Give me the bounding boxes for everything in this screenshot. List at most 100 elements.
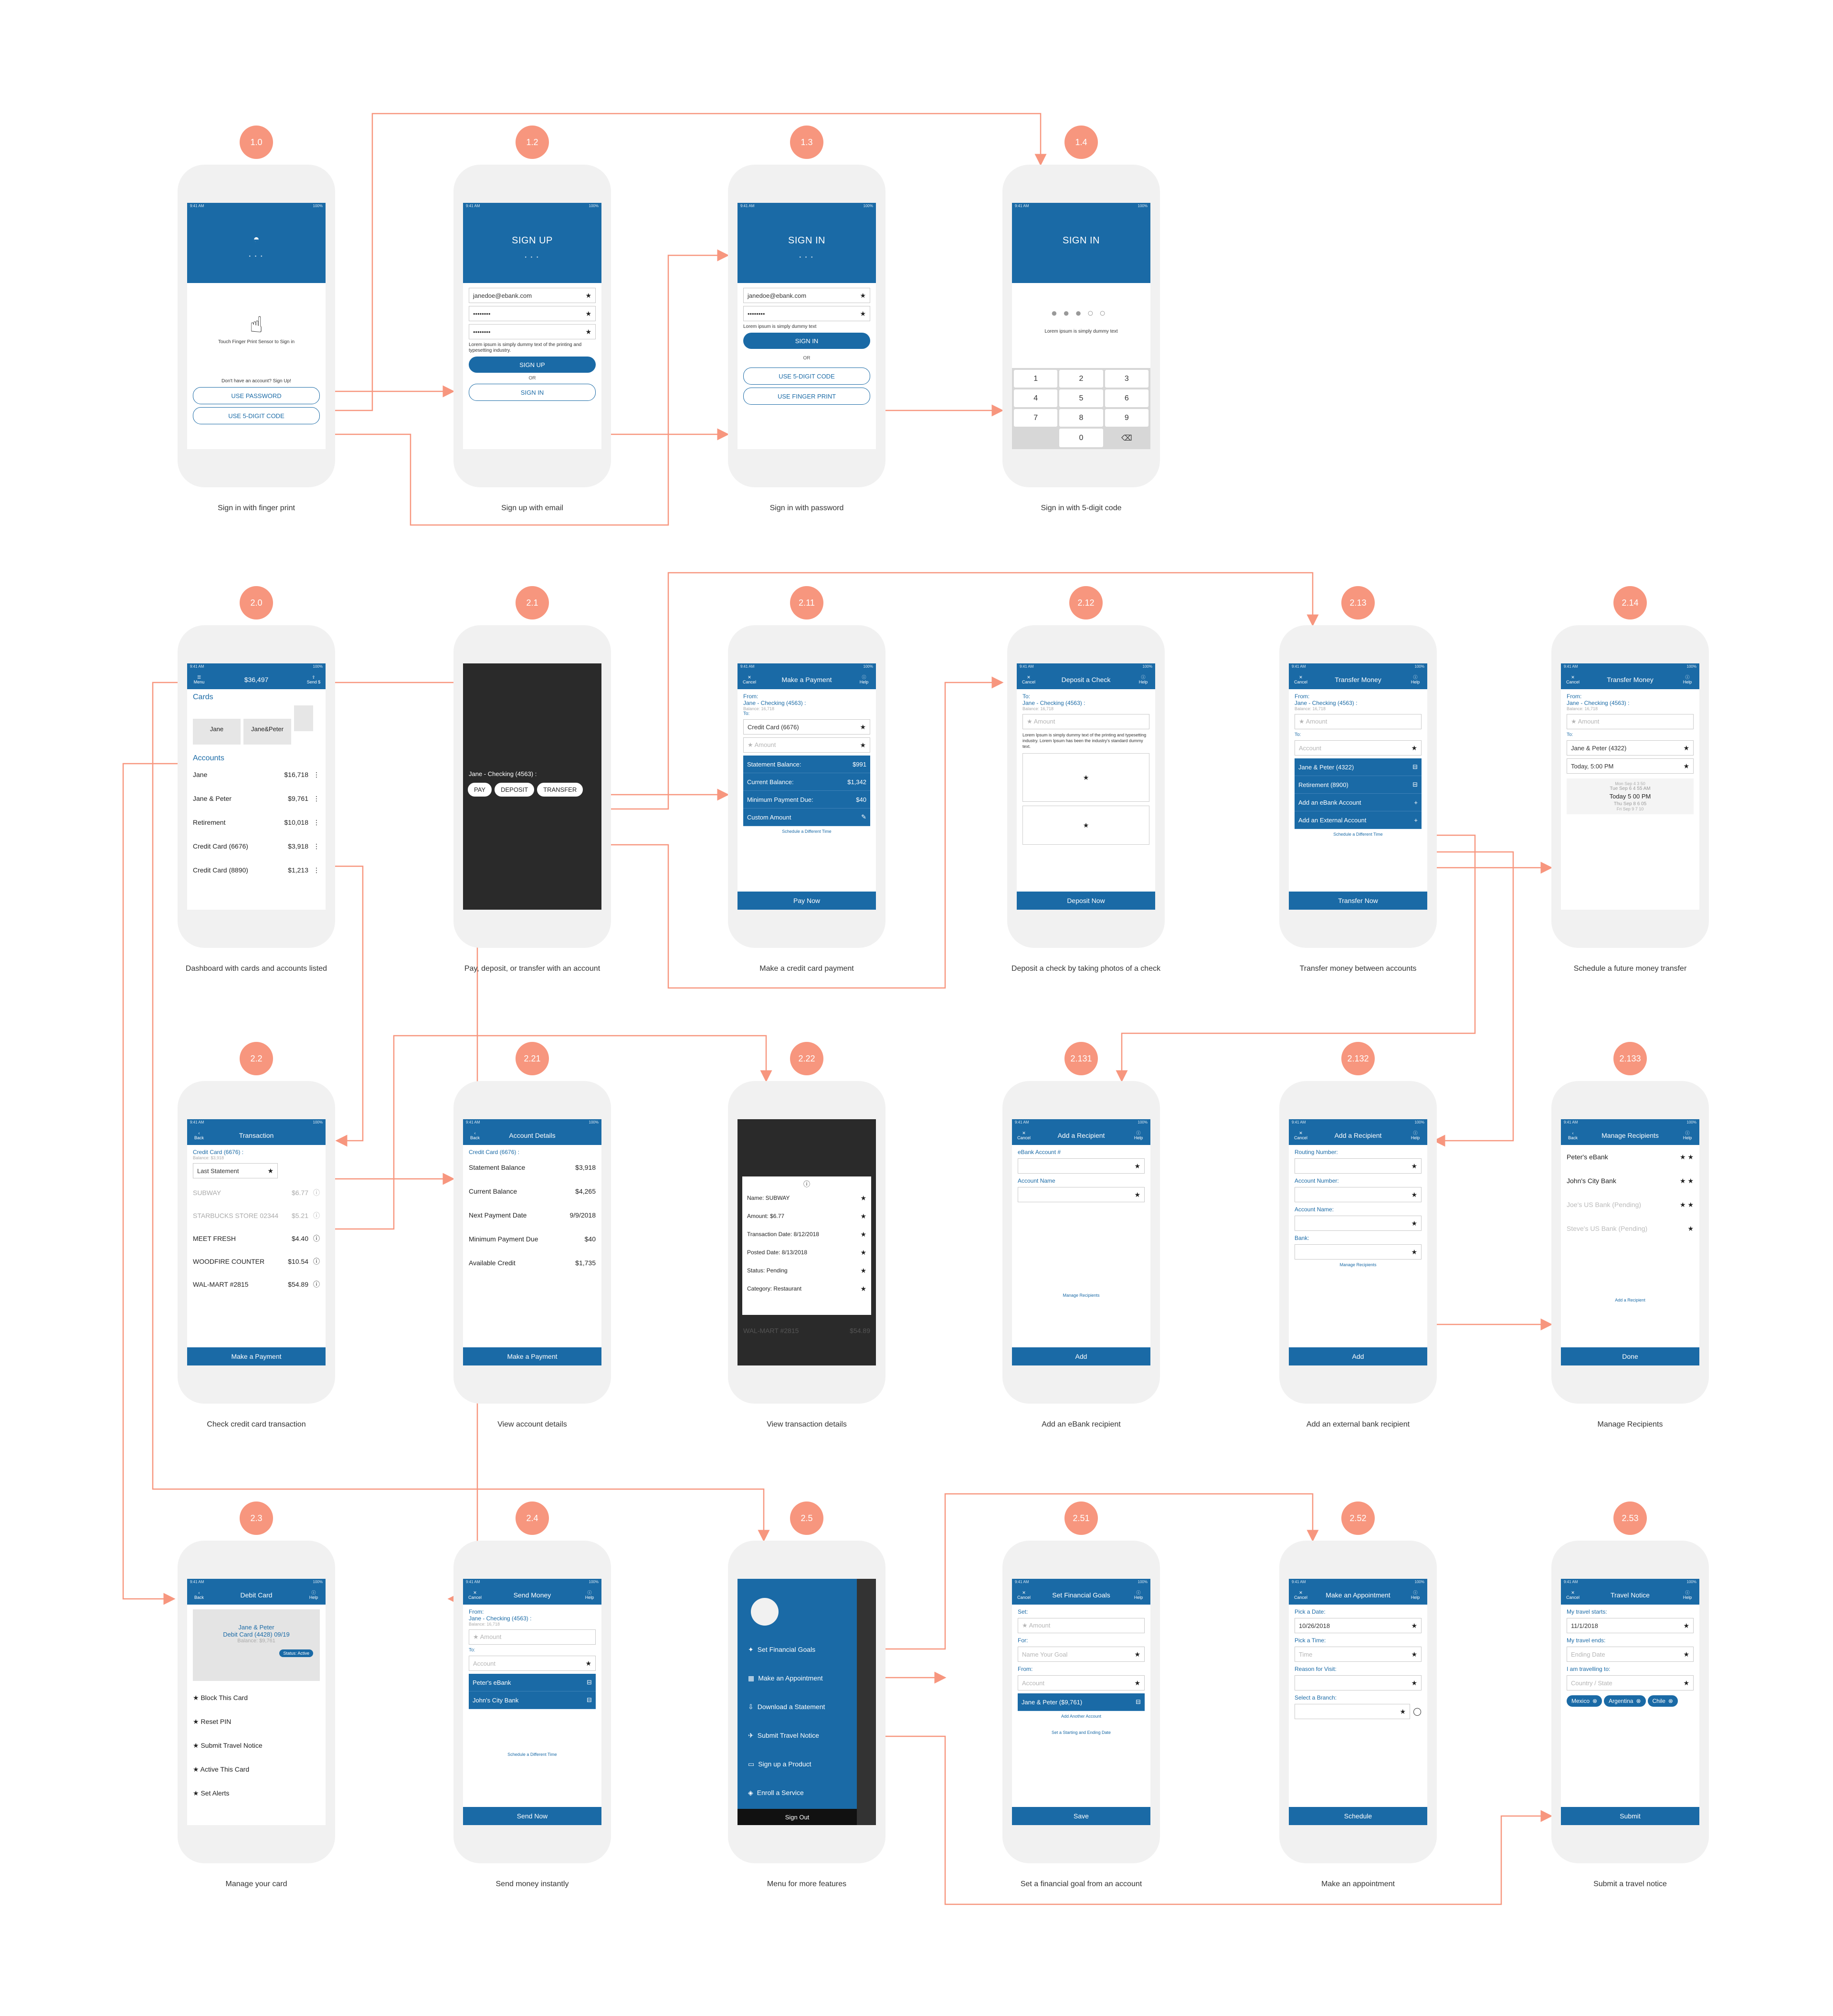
deposit-now-button[interactable]: Deposit Now [1017, 892, 1155, 910]
option-add-ebank[interactable]: Add an eBank Account+ [1295, 794, 1422, 811]
use-password-button[interactable]: USE PASSWORD [193, 387, 320, 404]
statement-select[interactable]: Last Statement★ [193, 1163, 278, 1178]
back-button[interactable]: ‹Back [470, 1131, 480, 1140]
menu-item-product[interactable]: ▭Sign up a Product [748, 1760, 811, 1768]
check-front-photo[interactable]: ★ [1022, 753, 1149, 802]
date-field[interactable]: Today, 5:00 PM★ [1567, 758, 1694, 774]
menu-item-appointment[interactable]: ▦Make an Appointment [748, 1674, 823, 1682]
schedule-link[interactable]: Schedule a Different Time [507, 1752, 557, 1757]
account-row[interactable]: Credit Card (8890)$1,213⋮ [193, 866, 320, 874]
cancel-button[interactable]: ✕Cancel [1294, 675, 1307, 684]
from-account[interactable]: Jane - Checking (4563) : [469, 1615, 532, 1622]
transfer-now-button[interactable]: Transfer Now [1289, 892, 1427, 910]
password-field[interactable]: ••••••••★ [469, 306, 596, 321]
country-field[interactable]: Country / State★ [1567, 1675, 1694, 1690]
card-tile[interactable]: Jane&Peter [243, 719, 291, 745]
submit-button[interactable]: Submit [1561, 1807, 1699, 1825]
add-button[interactable]: Add [1289, 1347, 1427, 1365]
back-button[interactable]: ‹Back [194, 1131, 204, 1140]
cancel-button[interactable]: ✕Cancel [1017, 1131, 1031, 1140]
check-back-photo[interactable]: ★ [1022, 806, 1149, 845]
card-action-row[interactable]: ★ Block This Card [193, 1693, 248, 1701]
cancel-button[interactable]: ✕Cancel [1566, 675, 1580, 684]
card-action-row[interactable]: ★ Set Alerts [193, 1789, 230, 1797]
deposit-button[interactable]: DEPOSIT [495, 783, 535, 797]
confirm-password-field[interactable]: ••••••••★ [469, 324, 596, 339]
key-0[interactable]: 0 [1059, 429, 1103, 447]
pay-button[interactable]: PAY [468, 783, 492, 797]
option-custom[interactable]: Custom Amount✎ [743, 808, 870, 826]
card-action-row[interactable]: ★ Reset PIN [193, 1717, 232, 1725]
key-8[interactable]: 8 [1059, 409, 1103, 427]
save-button[interactable]: Save [1012, 1807, 1150, 1825]
add-account-link[interactable]: Add Another Account [1061, 1714, 1102, 1719]
key-5[interactable]: 5 [1059, 389, 1103, 407]
amount-field[interactable]: ★ Amount [1295, 714, 1422, 729]
key-1[interactable]: 1 [1014, 370, 1058, 388]
cancel-button[interactable]: ✕Cancel [1022, 675, 1035, 684]
signup-link[interactable]: Don't have an account? Sign Up! [221, 378, 291, 384]
recipient-row[interactable]: Peter's eBank★ ★ [1567, 1153, 1694, 1161]
option-statement[interactable]: Statement Balance:$991 [743, 756, 870, 773]
time-field[interactable]: Time★ [1295, 1647, 1422, 1662]
amount-field[interactable]: ★ Amount [1022, 714, 1149, 729]
key-2[interactable]: 2 [1059, 370, 1103, 388]
reason-field[interactable]: ★ [1295, 1675, 1422, 1690]
account-number-field[interactable]: ★ [1295, 1187, 1422, 1202]
schedule-link[interactable]: Schedule a Different Time [782, 829, 832, 834]
date-time-picker[interactable]: Mon Sep 4 3 50 Tue Sep 6 4 55 AM Today 5… [1567, 778, 1694, 814]
from-account[interactable]: Jane - Checking (4563) : [743, 700, 806, 706]
sign-out-button[interactable]: Sign Out [737, 1809, 857, 1825]
key-7[interactable]: 7 [1014, 409, 1058, 427]
cancel-button[interactable]: ✕Cancel [1294, 1590, 1307, 1600]
make-payment-button[interactable]: Make a Payment [463, 1347, 601, 1365]
pay-now-button[interactable]: Pay Now [737, 892, 876, 910]
menu-item-travel[interactable]: ✈Submit Travel Notice [748, 1731, 819, 1740]
manage-recipients-link[interactable]: Manage Recipients [1339, 1262, 1377, 1267]
menu-item-service[interactable]: ◈Enroll a Service [748, 1788, 804, 1797]
option-jane-peter[interactable]: Jane & Peter (4322)⊟ [1295, 758, 1422, 776]
card-action-row[interactable]: ★ Active This Card [193, 1765, 250, 1773]
back-button[interactable]: ‹Back [194, 1590, 204, 1600]
to-account[interactable]: Jane - Checking (4563) : [1022, 700, 1085, 706]
date-field[interactable]: 10/26/2018★ [1295, 1618, 1422, 1633]
amount-field[interactable]: ★ Amount [469, 1629, 596, 1645]
account-field[interactable]: Account★ [469, 1656, 596, 1671]
option-recipient[interactable]: Peter's eBank⊟ [469, 1674, 596, 1691]
account-row[interactable]: Credit Card (6676)$3,918⋮ [193, 842, 320, 850]
cancel-button[interactable]: ✕Cancel [1017, 1590, 1031, 1600]
set-dates-link[interactable]: Set a Starting and Ending Date [1051, 1730, 1111, 1735]
routing-field[interactable]: ★ [1295, 1158, 1422, 1174]
cancel-button[interactable]: ✕Cancel [1566, 1590, 1580, 1600]
option-account[interactable]: Jane & Peter ($9,761)⊟ [1018, 1693, 1145, 1711]
amount-field[interactable]: ★ Amount [1018, 1618, 1145, 1633]
option-current[interactable]: Current Balance:$1,342 [743, 773, 870, 791]
send-money-button[interactable]: ⇪Send $ [306, 675, 321, 684]
amount-field[interactable]: ★ Amount [1567, 714, 1694, 729]
card-tile[interactable]: Jane [193, 719, 241, 745]
key-9[interactable]: 9 [1105, 409, 1148, 427]
menu-item-statement[interactable]: ⇩Download a Statement [748, 1702, 825, 1711]
location-icon[interactable]: ◯ [1413, 1708, 1422, 1716]
destination-chip[interactable]: Argentina⊗ [1604, 1695, 1646, 1707]
cancel-button[interactable]: ✕Cancel [1294, 1131, 1307, 1140]
account-row[interactable]: Jane & Peter$9,761⋮ [193, 794, 320, 803]
branch-field[interactable]: ★ [1295, 1704, 1411, 1719]
to-field[interactable]: Jane & Peter (4322)★ [1567, 740, 1694, 756]
option-retirement[interactable]: Retirement (8900)⊟ [1295, 776, 1422, 794]
end-date-field[interactable]: Ending Date★ [1567, 1647, 1694, 1662]
